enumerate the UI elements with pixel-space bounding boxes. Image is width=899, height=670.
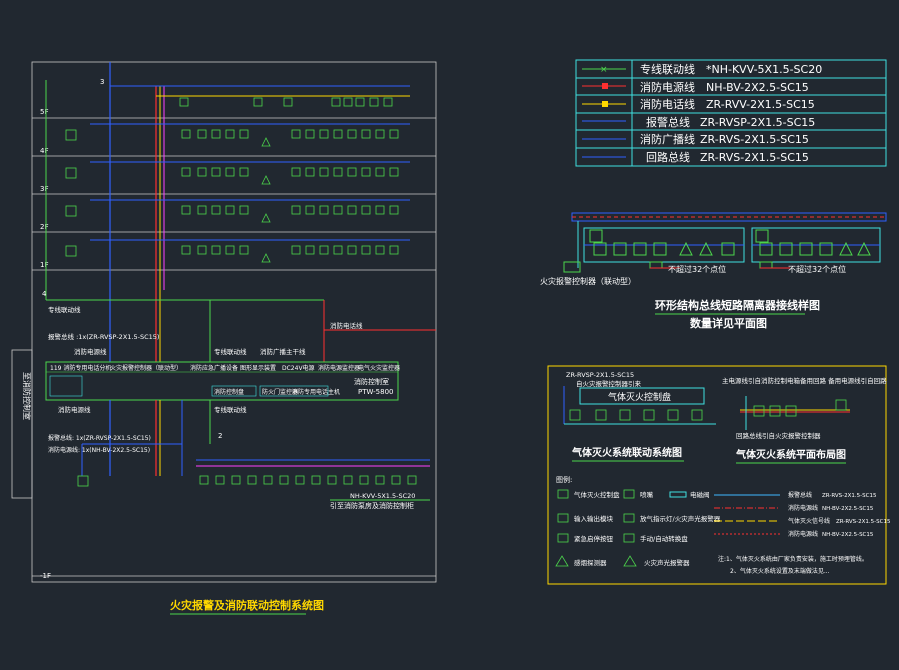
label-bus-cable: 报警总线: 1x(ZR-RVSP-2X1.5-SC15) <box>48 434 151 442</box>
gas-plan-note: 主电源线引自消防控制电箱备用回路 备用电源线引自回路 <box>722 376 887 385</box>
gas-system-panel: ZR-RVSP-2X1.5-SC15 自火灾报警控制器引来 气体灭火控制盘 气体… <box>547 365 891 585</box>
cabinet-item-3: 消防应急广播设备 <box>190 364 238 372</box>
gas-controller-box <box>579 387 705 405</box>
gas-cable-sub: 自火灾报警控制器引来 <box>576 379 642 388</box>
legend-name-2: 消防电源线 <box>640 80 695 94</box>
legend-spec-4: ZR-RVSP-2X1.5-SC15 <box>700 116 815 129</box>
label-linkage-2: 专线联动线 <box>214 347 247 356</box>
label-bus: 报警总线 :1x(ZR-RVSP-2X1.5-SC15) <box>48 332 159 341</box>
gas-line-spec-3: ZR-RVS-2X1.5-SC15 <box>836 519 891 525</box>
label-broadcast: 消防广播主干线 <box>260 347 306 356</box>
gas-controller-label: 气体灭火控制盘 <box>608 391 671 403</box>
floor-rows <box>45 62 436 362</box>
label-fire-power: 消防电源线 <box>74 347 107 356</box>
cabinet-sub-1: 消防控制盘 <box>214 388 244 396</box>
gas-line-name-4: 消防电源线 <box>788 530 818 538</box>
wire-num-2: 2 <box>218 432 222 440</box>
gas-title-1: 气体灭火系统联动系统图 <box>571 446 682 459</box>
legend-name-3: 消防电话线 <box>640 97 695 111</box>
gas-line-spec-1: ZR-RVS-2X1.5-SC15 <box>822 493 877 499</box>
svg-text:×: × <box>600 65 608 75</box>
gas-line-name-3: 气体灭火信号线 <box>788 517 830 525</box>
panel-model: PTW-5800 <box>358 388 393 396</box>
gas-legend-title: 图例: <box>556 475 572 484</box>
legend-spec-2: NH-BV-2X2.5-SC15 <box>706 81 809 94</box>
side-label: 至消防控制室 <box>22 372 32 420</box>
legend-name-4: 报警总线 <box>646 115 690 129</box>
floor-4f: 4F <box>40 147 48 155</box>
legend-name-6: 回路总线 <box>646 150 690 164</box>
legend-name-5: 消防广播线 <box>640 132 695 146</box>
ring-note-right: 不超过32个点位 <box>788 264 846 274</box>
gas-legend-1: 气体灭火控制盘 <box>574 490 620 499</box>
cabinet-item-2: 火灾报警控制器（联动型） <box>110 364 182 372</box>
cabinet-sub-3: 消防专用电话主机 <box>292 388 340 396</box>
cabinet-sub-2: 防火门监控器 <box>262 388 298 396</box>
cabinet-item-4: 图形显示装置 <box>240 364 276 372</box>
cable-legend: × 专线联动线 *NH-KVV-5X1.5-SC20 消防电源线 NH-BV-2… <box>575 59 887 167</box>
legend-spec-1: *NH-KVV-5X1.5-SC20 <box>706 63 822 76</box>
gas-cable-top: ZR-RVSP-2X1.5-SC15 <box>566 371 634 379</box>
gas-legend-4: 输入输出模块 <box>574 514 614 523</box>
legend-spec-6: ZR-RVS-2X1.5-SC15 <box>700 151 809 164</box>
label-phone: 消防电话线 <box>330 321 363 330</box>
gas-legend-9: 火灾声光报警器 <box>644 558 690 567</box>
gas-legend-7: 手动/自动转换盘 <box>640 534 688 543</box>
legend-spec-3: ZR-RVV-2X1.5-SC15 <box>706 98 815 111</box>
cabinet-item-6: 消防电源监控器 <box>318 364 360 372</box>
ring-note-left: 不超过32个点位 <box>668 264 726 274</box>
gas-note-1: 注:1、气体灭火系统由厂家负责安装，施工时预埋管线。 <box>718 555 868 563</box>
label-linkage-top: 专线联动线 <box>48 305 81 314</box>
label-nh-cable: NH-KVV-5X1.5-SC20 <box>350 492 415 500</box>
ring-group-1-devices <box>589 229 735 256</box>
cabinet-item-5: DC24V电源 <box>282 364 315 372</box>
ring-subtitle: 数量详见平面图 <box>690 316 767 330</box>
cabinet-item-1: 119 消防专用电话分机 <box>50 364 111 372</box>
ring-group-2-devices <box>755 229 871 256</box>
legend-name-1: 专线联动线 <box>640 62 695 76</box>
fire-control-cabinet <box>45 361 399 401</box>
gas-legend-3: 电磁阀 <box>690 490 710 499</box>
panel-name: 消防控制室 <box>354 377 389 386</box>
main-title: 火灾报警及消防联动控制系统图 <box>170 598 324 612</box>
floor-5f: 5F <box>40 108 48 116</box>
gas-line-spec-4: NH-BV-2X2.5-SC15 <box>822 532 874 538</box>
gas-legend-6: 紧急启停按钮 <box>574 534 614 543</box>
ring-title: 环形结构总线短路隔离器接线样图 <box>655 298 820 312</box>
gas-legend-2: 喷嘴 <box>640 490 654 499</box>
gas-line-name-2: 消防电源线 <box>788 504 818 512</box>
cabinet-item-7: 电气火灾监控器 <box>358 364 400 372</box>
floor-3f: 3F <box>40 185 48 193</box>
label-dev-note: 引至消防泵房及消防控制柜 <box>330 501 414 510</box>
gas-plan-bottom: 回路总线引自火灾报警控制器 <box>736 431 821 440</box>
gas-legend-5: 放气指示灯/火灾声光报警器 <box>640 514 721 523</box>
gas-legend-8: 感烟探测器 <box>574 558 607 567</box>
gas-title-2: 气体灭火系统平面布局图 <box>735 448 846 461</box>
label-linkage-3: 专线联动线 <box>214 405 247 414</box>
label-power-cable: 消防电源线: 1x(NH-BV-2X2.5-SC15) <box>48 446 150 454</box>
gas-line-spec-2: NH-BV-2X2.5-SC15 <box>822 506 874 512</box>
floor-1f: 1F <box>40 261 48 269</box>
gas-note-2: 2、气体灭火系统设置及末端做法见... <box>730 567 830 575</box>
floor-b1: -1F <box>40 572 51 580</box>
wire-num-4: 4 <box>42 290 47 298</box>
ring-source-label: 火灾报警控制器（联动型） <box>540 276 636 286</box>
gas-line-name-1: 报警总线 <box>788 491 812 499</box>
label-fire-power-2: 消防电源线 <box>58 405 91 414</box>
ring-diagram: 不超过32个点位 不超过32个点位 火灾报警控制器（联动型） 环形结构总线短路隔… <box>540 212 887 330</box>
main-system-diagram: 5F 4F 3F 2F 1F -1F <box>11 61 437 615</box>
wire-num-3: 3 <box>100 78 104 86</box>
legend-spec-5: ZR-RVS-2X1.5-SC15 <box>700 133 809 146</box>
floor-2f: 2F <box>40 223 48 231</box>
